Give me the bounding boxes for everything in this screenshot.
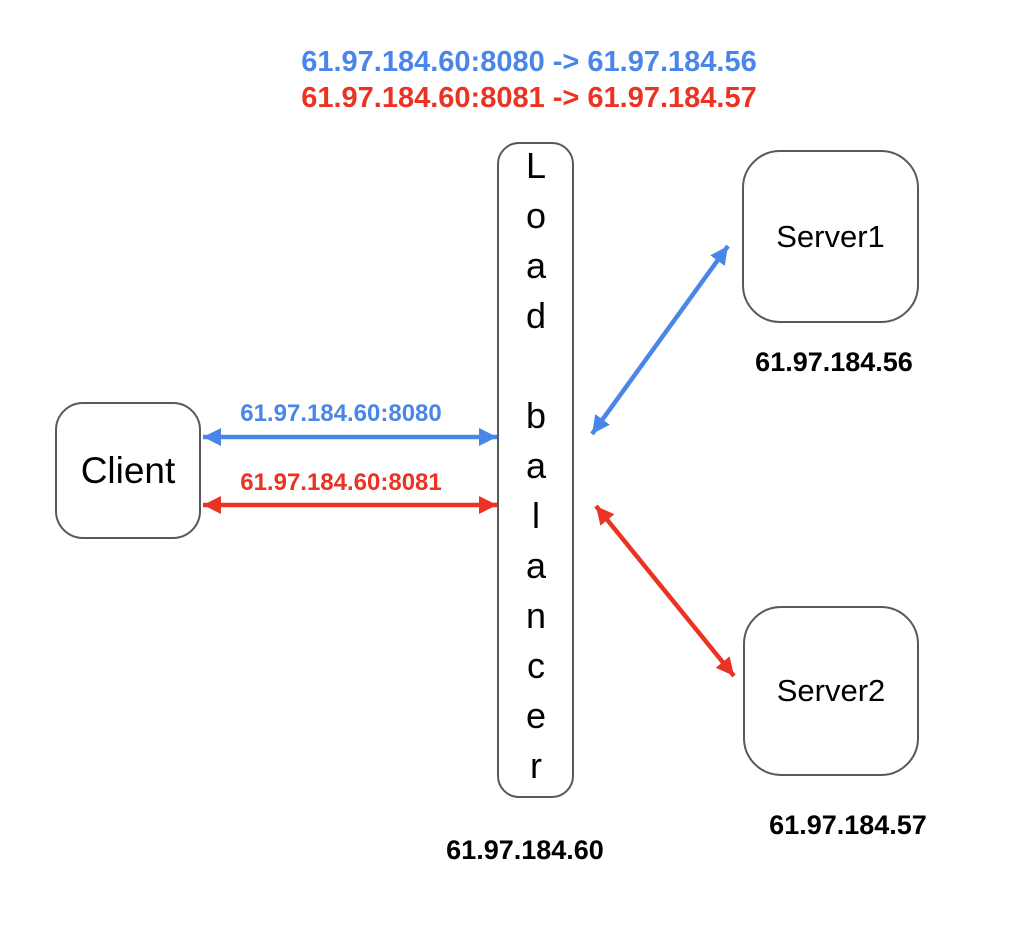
load-balancer-label: Load balancer — [515, 145, 557, 795]
lb-server1-blue-arrow — [590, 244, 730, 436]
server2-ip-label: 61.97.184.57 — [769, 810, 927, 840]
route-mapping-blue: 61.97.184.60:8080 -> 61.97.184.56 — [301, 46, 757, 78]
connection-label-8081: 61.97.184.60:8081 — [240, 469, 442, 496]
client-label: Client — [80, 449, 176, 491]
lb-server2-red-arrow — [594, 504, 736, 678]
load-balancer-ip-label: 61.97.184.60 — [446, 835, 604, 865]
server2-label: Server2 — [776, 673, 886, 708]
client-node: Client — [55, 402, 201, 539]
server2-node: Server2 — [743, 606, 919, 776]
connection-label-8080: 61.97.184.60:8080 — [240, 400, 442, 427]
load-balancer-node: Load balancer — [497, 142, 574, 798]
route-mapping-red: 61.97.184.60:8081 -> 61.97.184.57 — [301, 82, 757, 114]
server1-node: Server1 — [742, 150, 919, 323]
server1-label: Server1 — [776, 218, 885, 254]
server1-ip-label: 61.97.184.56 — [755, 347, 913, 377]
route-mapping-header: 61.97.184.60:8080 -> 61.97.184.56 61.97.… — [229, 44, 829, 116]
